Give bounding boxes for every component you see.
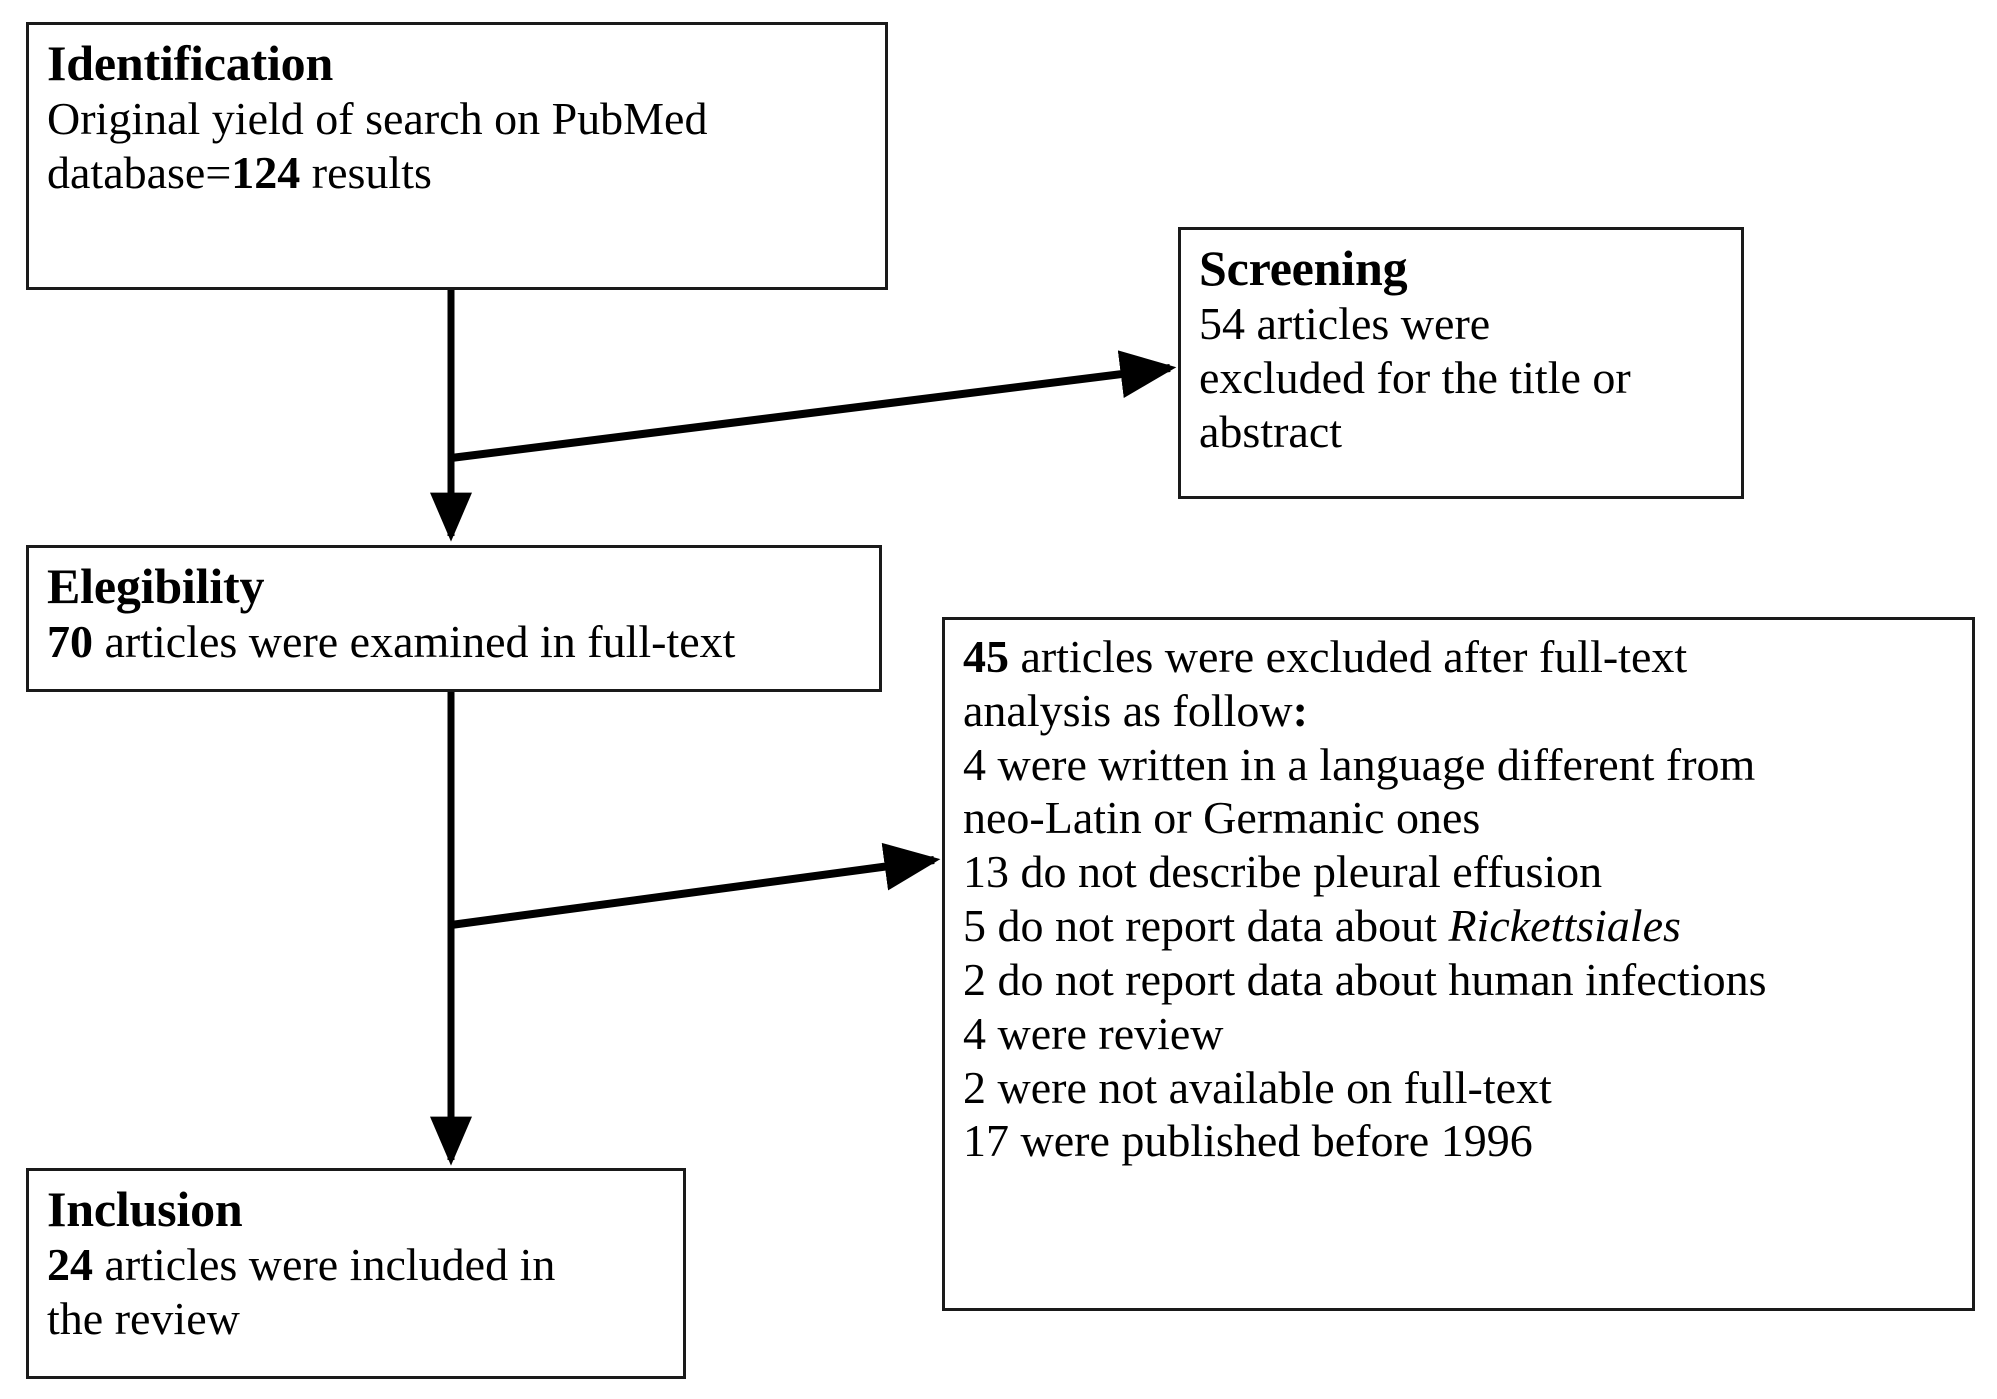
identification-heading: Identification [47,35,334,91]
arrow-identification-to-screening [450,350,1177,462]
elegibility-heading: Elegibility [47,558,265,614]
inclusion-line-1: 24 articles were included in [47,1238,667,1292]
exclusion-item: neo-Latin or Germanic ones [963,791,1956,845]
identification-line-2-suffix: results [300,146,432,198]
exclusion-item: 4 were review [963,1007,1956,1061]
elegibility-line-1: 70 articles were examined in full-text [47,615,863,669]
exclusion-item-text: 5 do not report data about [963,900,1449,952]
inclusion-line-2: the review [47,1292,240,1344]
identification-box: Identification Original yield of search … [26,22,888,290]
inclusion-heading: Inclusion [47,1181,243,1237]
exclusions-total-count: 45 [963,631,1009,682]
exclusion-item-text: 2 do not report data about human infecti… [963,953,1767,1005]
exclusion-item: 2 were not available on full-text [963,1061,1956,1115]
identification-line-1: Original yield of search on PubMed [47,93,708,144]
screening-line-3: abstract [1199,405,1343,457]
identification-line-2: database=124 results [47,146,869,200]
inclusion-box: Inclusion 24 articles were included in t… [26,1168,686,1379]
exclusion-item-text: 2 were not available on full-text [963,1061,1552,1113]
elegibility-article-count: 70 [47,616,93,667]
identification-line-2-prefix: database= [47,146,232,198]
exclusions-intro-line-1: 45 articles were excluded after full-tex… [963,630,1956,684]
screening-box: Screening 54 articles were excluded for … [1178,227,1744,499]
inclusion-line-1-text: articles were included in [93,1239,556,1290]
identification-result-count: 124 [231,146,301,198]
arrow-elegibility-to-exclusions [450,842,941,929]
screening-line-1: 54 articles were [1199,298,1491,349]
exclusions-intro-text: articles were excluded after full-text [1009,631,1688,682]
exclusion-item: 17 were published before 1996 [963,1114,1956,1168]
exclusions-box: 45 articles were excluded after full-tex… [942,617,1975,1311]
exclusion-item: 13 do not describe pleural effusion [963,845,1956,899]
exclusions-intro-line-2: analysis as follow: [963,684,1956,738]
exclusion-item: 2 do not report data about human infecti… [963,953,1956,1007]
screening-line-2: excluded for the title or [1199,351,1631,403]
exclusion-item-species: Rickettsiales [1448,900,1681,952]
exclusion-item-text: 4 were review [963,1007,1224,1059]
exclusion-item: 4 were written in a language different f… [963,738,1956,792]
exclusion-item-text: 13 do not describe pleural effusion [963,846,1603,898]
exclusion-item-text: neo-Latin or Germanic ones [963,792,1481,844]
screening-heading: Screening [1199,240,1408,296]
exclusions-intro-line-2-text: analysis as follow [963,684,1293,736]
exclusion-item-text: 17 were published before 1996 [963,1115,1533,1167]
exclusions-intro-colon: : [1292,684,1308,736]
elegibility-box: Elegibility 70 articles were examined in… [26,545,882,692]
exclusion-item-text: 4 were written in a language different f… [963,738,1756,790]
exclusion-item: 5 do not report data about Rickettsiales [963,899,1956,953]
inclusion-article-count: 24 [47,1239,93,1290]
elegibility-line-1-text: articles were examined in full-text [93,616,736,667]
